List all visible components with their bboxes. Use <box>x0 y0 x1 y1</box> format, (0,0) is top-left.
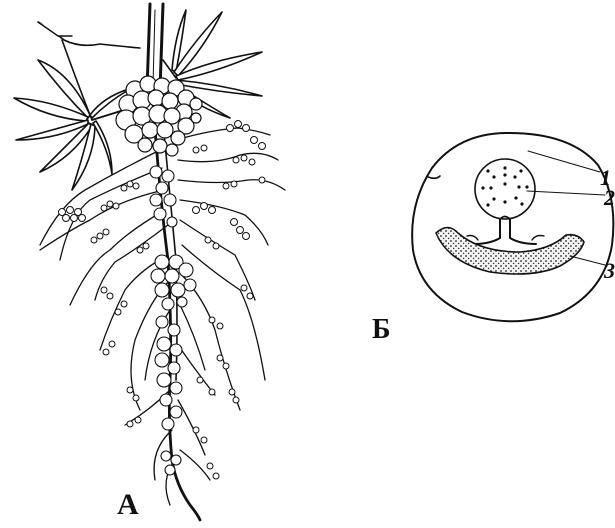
label-part-b: Б <box>372 314 391 346</box>
callout-2: 2 <box>604 185 615 211</box>
nodule-cluster-crown <box>116 76 202 156</box>
nodules-on-taproot <box>150 166 196 475</box>
callout-3: 3 <box>604 258 615 284</box>
root-system-drawing <box>14 4 285 520</box>
nodule-cross-section-drawing <box>412 133 613 321</box>
label-part-a: А <box>117 488 139 522</box>
